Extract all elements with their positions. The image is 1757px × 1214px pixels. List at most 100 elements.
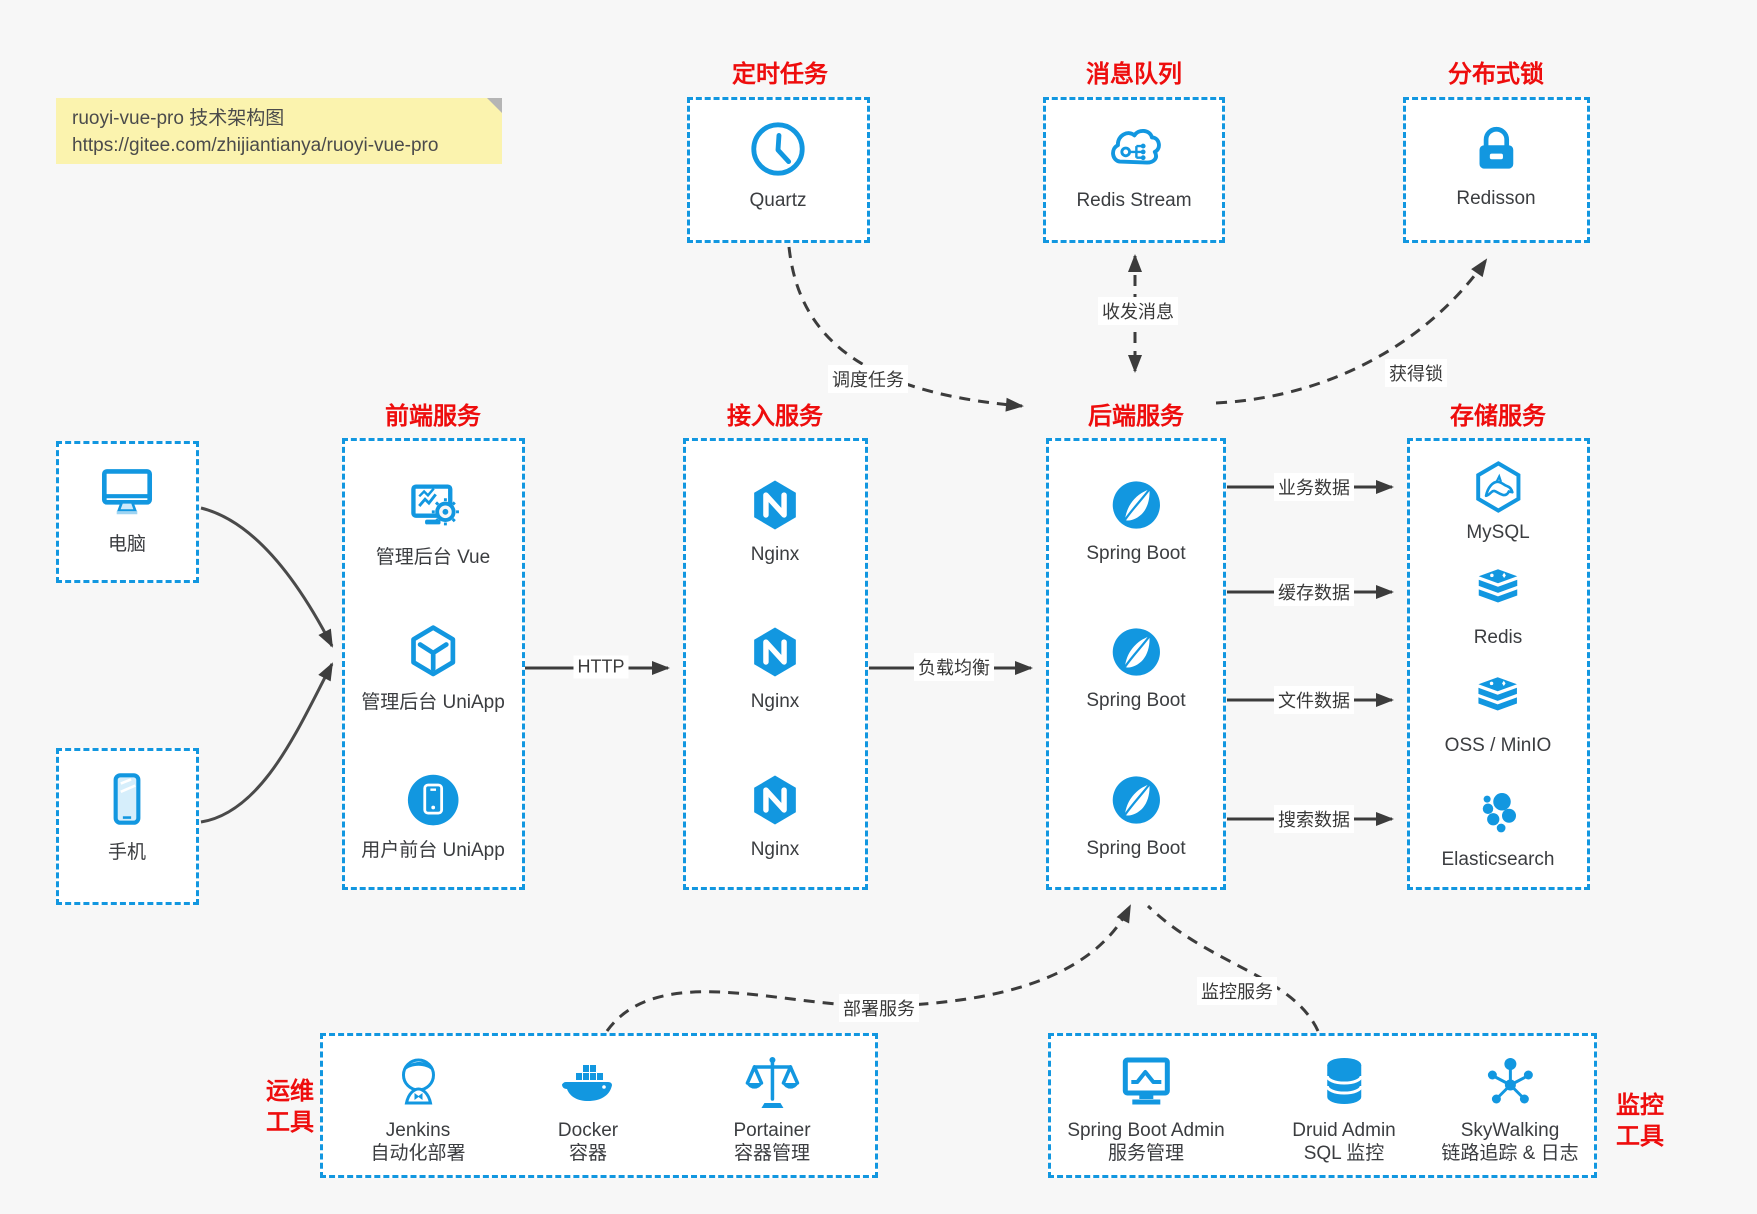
edge-label-load-balance: 负载均衡 — [914, 653, 994, 681]
note-title: ruoyi-vue-pro 技术架构图 — [72, 108, 285, 129]
group-box-mq — [1043, 97, 1225, 243]
edge-label-deploy-service: 部署服务 — [839, 994, 919, 1022]
service-label: 用户前台 UniApp — [361, 840, 505, 861]
service-label: Redis Stream — [1076, 190, 1192, 211]
service-mysql: MySQL — [1466, 459, 1530, 544]
service-redis: Redis — [1470, 564, 1526, 649]
tool-docker: Docker 容器 — [556, 1051, 620, 1165]
redis-stack-icon — [1470, 564, 1526, 620]
nginx-icon — [746, 771, 804, 829]
client-mobile: 手机 — [94, 766, 160, 864]
elasticsearch-icon — [1470, 786, 1526, 842]
edge-label-http: HTTP — [573, 655, 629, 679]
tool-name: Spring Boot Admin — [1067, 1120, 1225, 1141]
topology-icon — [1478, 1051, 1542, 1115]
edge-mobile-to-frontend — [200, 662, 334, 824]
group-title-lock: 分布式锁 — [1448, 61, 1544, 88]
note-url: https://gitee.com/zhijiantianya/ruoyi-vu… — [72, 135, 439, 156]
tool-name: Jenkins — [385, 1120, 451, 1141]
service-admin-vue: 管理后台 Vue — [376, 475, 490, 569]
service-label: Spring Boot — [1086, 690, 1186, 711]
docker-whale-icon — [556, 1051, 620, 1115]
edge-label-send-receive-message: 收发消息 — [1098, 297, 1178, 325]
group-title-scheduler: 定时任务 — [732, 61, 828, 88]
tool-desc: 容器管理 — [733, 1143, 811, 1164]
service-label: Elasticsearch — [1441, 849, 1555, 870]
service-label: Redis — [1473, 627, 1523, 648]
tool-name: Druid Admin — [1292, 1120, 1396, 1141]
desktop-icon — [92, 458, 162, 524]
service-label: 管理后台 Vue — [375, 547, 491, 568]
sticky-note: ruoyi-vue-pro 技术架构图 https://gitee.com/zh… — [56, 98, 502, 164]
tool-name: SkyWalking — [1460, 1120, 1560, 1141]
nginx-icon — [746, 623, 804, 681]
tool-desc: 服务管理 — [1107, 1143, 1184, 1164]
group-title-monitoring: 监控 工具 — [1616, 1090, 1664, 1152]
lock-icon — [1466, 118, 1526, 178]
service-label: Nginx — [750, 691, 800, 712]
database-icon — [1312, 1051, 1376, 1115]
tool-portainer: Portainer 容器管理 — [733, 1051, 811, 1165]
clock-icon — [747, 118, 809, 180]
client-label: 手机 — [107, 842, 146, 863]
service-label: OSS / MinIO — [1444, 735, 1552, 756]
admin-vue-icon — [402, 475, 464, 537]
group-title-line: 工具 — [1616, 1123, 1664, 1150]
service-redis-stream: Redis Stream — [1076, 118, 1192, 212]
edge-label-schedule-task: 调度任务 — [828, 365, 908, 393]
edge-label-file-data: 文件数据 — [1274, 686, 1354, 714]
tool-druid-admin: Druid Admin SQL 监控 — [1292, 1051, 1396, 1165]
client-label: 电脑 — [107, 534, 146, 555]
group-title-gateway: 接入服务 — [727, 403, 823, 430]
spring-boot-icon — [1108, 477, 1164, 533]
group-title-line: 工具 — [266, 1109, 314, 1136]
smartphone-icon — [94, 766, 160, 832]
service-quartz: Quartz — [747, 118, 809, 212]
tool-desc: 自动化部署 — [370, 1143, 466, 1164]
group-title-frontend: 前端服务 — [385, 403, 481, 430]
service-admin-uniapp: 管理后台 UniApp — [361, 622, 505, 714]
service-redisson: Redisson — [1456, 118, 1536, 210]
edge-label-search-data: 搜索数据 — [1274, 805, 1354, 833]
service-nginx-3: Nginx — [746, 771, 804, 861]
tool-skywalking: SkyWalking 链路追踪 & 日志 — [1441, 1051, 1579, 1165]
oss-stack-icon — [1470, 672, 1526, 728]
nginx-icon — [746, 476, 804, 534]
tool-springboot-admin: Spring Boot Admin 服务管理 — [1067, 1051, 1225, 1165]
service-springboot-1: Spring Boot — [1086, 477, 1186, 565]
group-title-backend: 后端服务 — [1088, 403, 1184, 430]
service-nginx-2: Nginx — [746, 623, 804, 713]
group-title-line: 运维 — [266, 1078, 314, 1105]
group-title-line: 监控 — [1616, 1092, 1664, 1119]
note-fold-corner — [487, 98, 502, 113]
edge-label-acquire-lock: 获得锁 — [1385, 359, 1447, 387]
tool-desc: 容器 — [568, 1143, 607, 1164]
tool-name: Docker — [557, 1120, 619, 1141]
service-nginx-1: Nginx — [746, 476, 804, 566]
service-oss-minio: OSS / MinIO — [1444, 672, 1552, 757]
group-title-storage: 存储服务 — [1450, 403, 1546, 430]
tool-desc: SQL 监控 — [1303, 1143, 1385, 1164]
jenkins-icon — [386, 1051, 450, 1115]
client-pc: 电脑 — [92, 458, 162, 556]
tool-desc: 链路追踪 & 日志 — [1441, 1143, 1579, 1164]
service-label: Nginx — [750, 544, 800, 565]
portainer-scales-icon — [740, 1051, 804, 1115]
group-box-lock — [1403, 97, 1590, 243]
edge-label-monitor-service: 监控服务 — [1197, 977, 1277, 1005]
group-box-storage — [1407, 438, 1590, 890]
service-elasticsearch: Elasticsearch — [1442, 786, 1555, 871]
group-box-ops — [320, 1033, 878, 1178]
service-label: Spring Boot — [1086, 838, 1186, 859]
spring-boot-icon — [1108, 624, 1164, 680]
edge-monitor-service — [1146, 904, 1320, 1032]
service-label: Nginx — [750, 839, 800, 860]
group-title-mq: 消息队列 — [1086, 61, 1182, 88]
user-app-icon — [403, 770, 463, 830]
mysql-icon — [1470, 459, 1526, 515]
group-box-scheduler — [687, 97, 870, 243]
edge-pc-to-frontend — [200, 506, 334, 648]
service-label: Spring Boot — [1086, 543, 1186, 564]
monitor-chart-icon — [1114, 1051, 1178, 1115]
